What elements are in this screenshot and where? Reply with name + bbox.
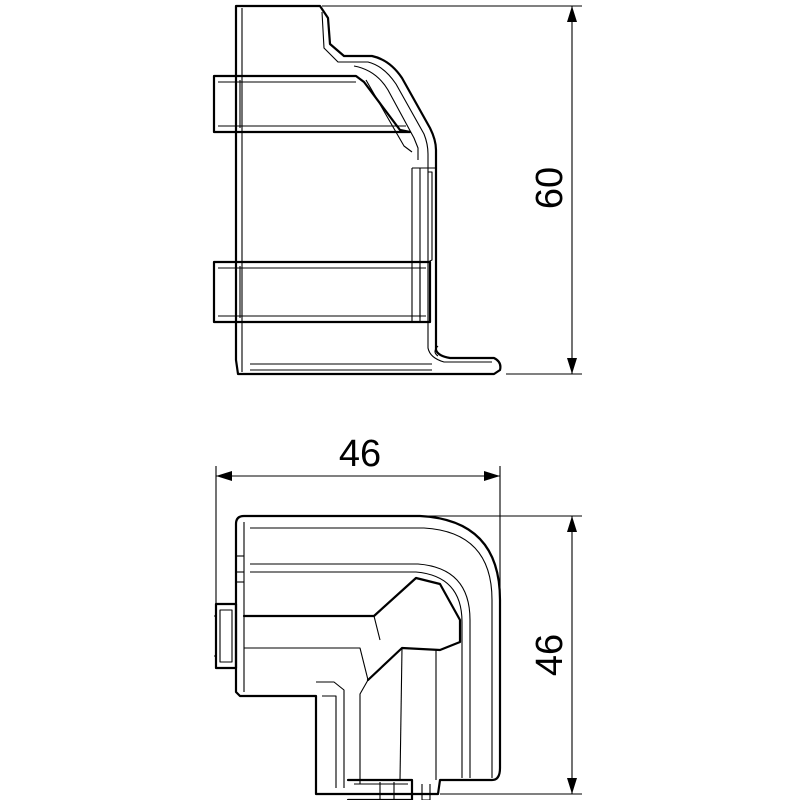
dimension-46-depth: 46: [420, 515, 582, 795]
left-latch: [214, 602, 238, 670]
arrow-left-icon: [216, 471, 232, 481]
dimension-46-width: 46: [215, 433, 501, 604]
top-view: [214, 514, 502, 800]
arrow-right-icon: [484, 471, 500, 481]
elbow-mitre: [242, 576, 462, 682]
dimension-label-height: 60: [529, 167, 571, 209]
side-view: [212, 4, 502, 376]
top-view-outline: [234, 514, 502, 796]
dimension-60: 60: [322, 5, 582, 375]
lower-clip: [212, 260, 432, 324]
dimension-label-depth: 46: [529, 634, 571, 676]
arrow-up-icon: [567, 516, 577, 532]
arrow-down-icon: [567, 778, 577, 794]
dimension-label-width: 46: [339, 433, 381, 475]
side-view-outline: [234, 4, 502, 376]
bottom-latch: [346, 778, 414, 800]
arrow-up-icon: [567, 6, 577, 22]
arrow-down-icon: [567, 358, 577, 374]
upper-clip: [212, 74, 412, 134]
